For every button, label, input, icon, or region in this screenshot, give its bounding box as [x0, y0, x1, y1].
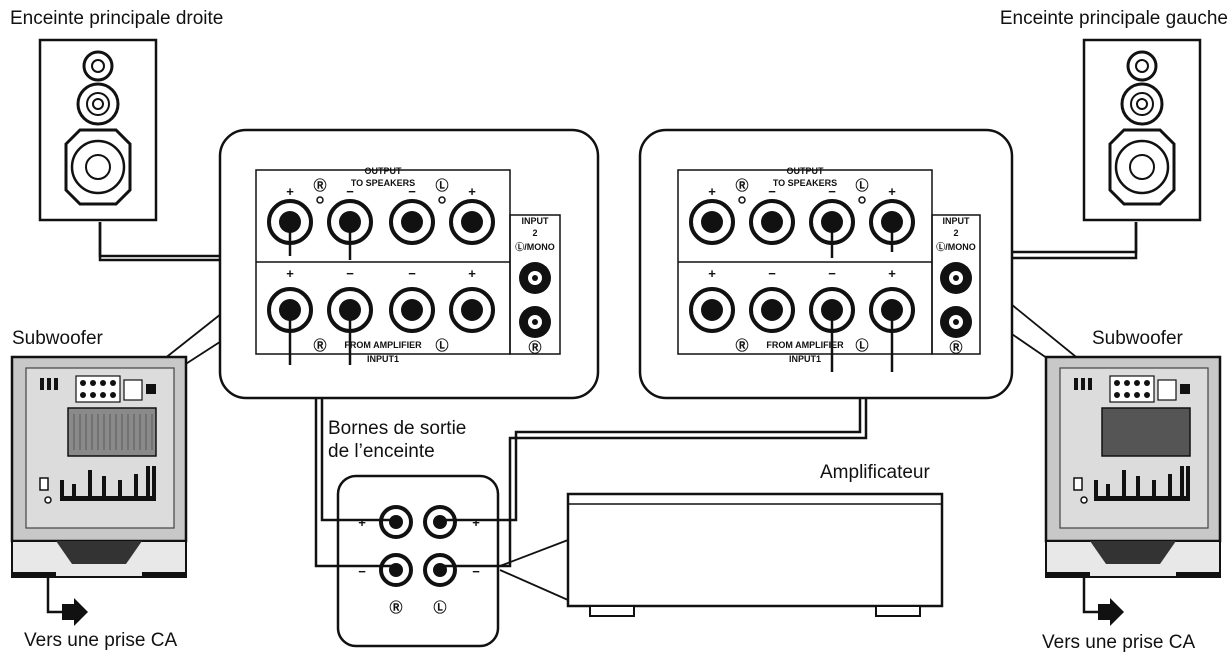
- input2-number: 2: [532, 228, 537, 238]
- subwoofer-label: Subwoofer: [12, 328, 103, 349]
- minus-sign: −: [768, 184, 776, 199]
- channel-r-label: Ⓡ: [528, 340, 541, 355]
- minus-sign: −: [828, 266, 836, 281]
- minus-sign: −: [408, 184, 416, 199]
- minus-sign: −: [828, 184, 836, 199]
- led-icon: [316, 196, 324, 204]
- minus-sign: −: [346, 184, 354, 199]
- plus-sign: +: [286, 184, 294, 199]
- mono-label: Ⓛ/MONO: [515, 241, 555, 252]
- ac-outlet-label: Vers une prise CA: [24, 630, 178, 651]
- amplifier-icon: [499, 492, 944, 617]
- amplifier-label: Amplificateur: [820, 462, 930, 483]
- right-subwoofer-panel: OUTPUT TO SPEAKERS + − − + Ⓡ Ⓛ INPUT 2 Ⓛ…: [638, 128, 1103, 400]
- channel-r-label: Ⓡ: [735, 338, 748, 353]
- right-main-speaker-label: Enceinte principale droite: [10, 8, 224, 29]
- plus-sign: +: [708, 266, 716, 281]
- to-speakers-label: TO SPEAKERS: [773, 178, 837, 188]
- mono-label: Ⓛ/MONO: [936, 241, 976, 252]
- channel-l-label: Ⓛ: [855, 338, 868, 353]
- plus-sign: +: [472, 515, 480, 530]
- left-subwoofer-panel: OUTPUT TO SPEAKERS + − − + Ⓡ Ⓛ INPUT 2 Ⓛ…: [139, 128, 600, 400]
- plus-sign: +: [888, 184, 896, 199]
- led-icon: [438, 196, 446, 204]
- left-main-speaker-label: Enceinte principale gauche: [999, 8, 1228, 29]
- plus-sign: +: [708, 184, 716, 199]
- minus-sign: −: [346, 266, 354, 281]
- led-icon: [738, 196, 746, 204]
- input2-label: INPUT: [943, 216, 971, 226]
- from-amplifier-label: FROM AMPLIFIER: [344, 340, 422, 350]
- ac-plug-arrow-icon: [1098, 598, 1124, 626]
- channel-r-label: Ⓡ: [313, 338, 326, 353]
- output-label: OUTPUT: [365, 166, 403, 176]
- right-subwoofer-icon: [1044, 355, 1222, 578]
- rca-jack-icon: [519, 262, 551, 338]
- ac-plug-arrow-icon: [62, 598, 88, 626]
- speaker-output-terminals-label-line1: Bornes de sortie: [328, 418, 467, 439]
- subwoofer-label: Subwoofer: [1092, 328, 1183, 349]
- channel-l-label: Ⓛ: [433, 600, 446, 615]
- input2-label: INPUT: [522, 216, 550, 226]
- rca-jack-icon: [940, 262, 972, 338]
- amp-terminals-callout: + + − − Ⓡ Ⓛ: [336, 474, 500, 648]
- input1-label: INPUT1: [789, 354, 821, 364]
- minus-sign: −: [358, 564, 366, 579]
- channel-r-label: Ⓡ: [949, 340, 962, 355]
- plus-sign: +: [468, 266, 476, 281]
- left-subwoofer-icon: [10, 355, 188, 578]
- minus-sign: −: [408, 266, 416, 281]
- right-main-speaker-icon: [38, 38, 158, 222]
- channel-r-label: Ⓡ: [735, 178, 748, 193]
- channel-l-label: Ⓛ: [855, 178, 868, 193]
- input1-label: INPUT1: [367, 354, 399, 364]
- speaker-output-terminals-label-line2: de l’enceinte: [328, 441, 435, 462]
- from-amplifier-label: FROM AMPLIFIER: [766, 340, 844, 350]
- left-main-speaker-icon: [1082, 38, 1202, 222]
- channel-r-label: Ⓡ: [389, 600, 402, 615]
- minus-sign: −: [768, 266, 776, 281]
- input2-number: 2: [953, 228, 958, 238]
- to-speakers-label: TO SPEAKERS: [351, 178, 415, 188]
- plus-sign: +: [286, 266, 294, 281]
- plus-sign: +: [358, 515, 366, 530]
- channel-r-label: Ⓡ: [313, 178, 326, 193]
- output-label: OUTPUT: [787, 166, 825, 176]
- plus-sign: +: [888, 266, 896, 281]
- plus-sign: +: [468, 184, 476, 199]
- led-icon: [858, 196, 866, 204]
- channel-l-label: Ⓛ: [435, 178, 448, 193]
- minus-sign: −: [472, 564, 480, 579]
- channel-l-label: Ⓛ: [435, 338, 448, 353]
- ac-outlet-label: Vers une prise CA: [1042, 632, 1196, 653]
